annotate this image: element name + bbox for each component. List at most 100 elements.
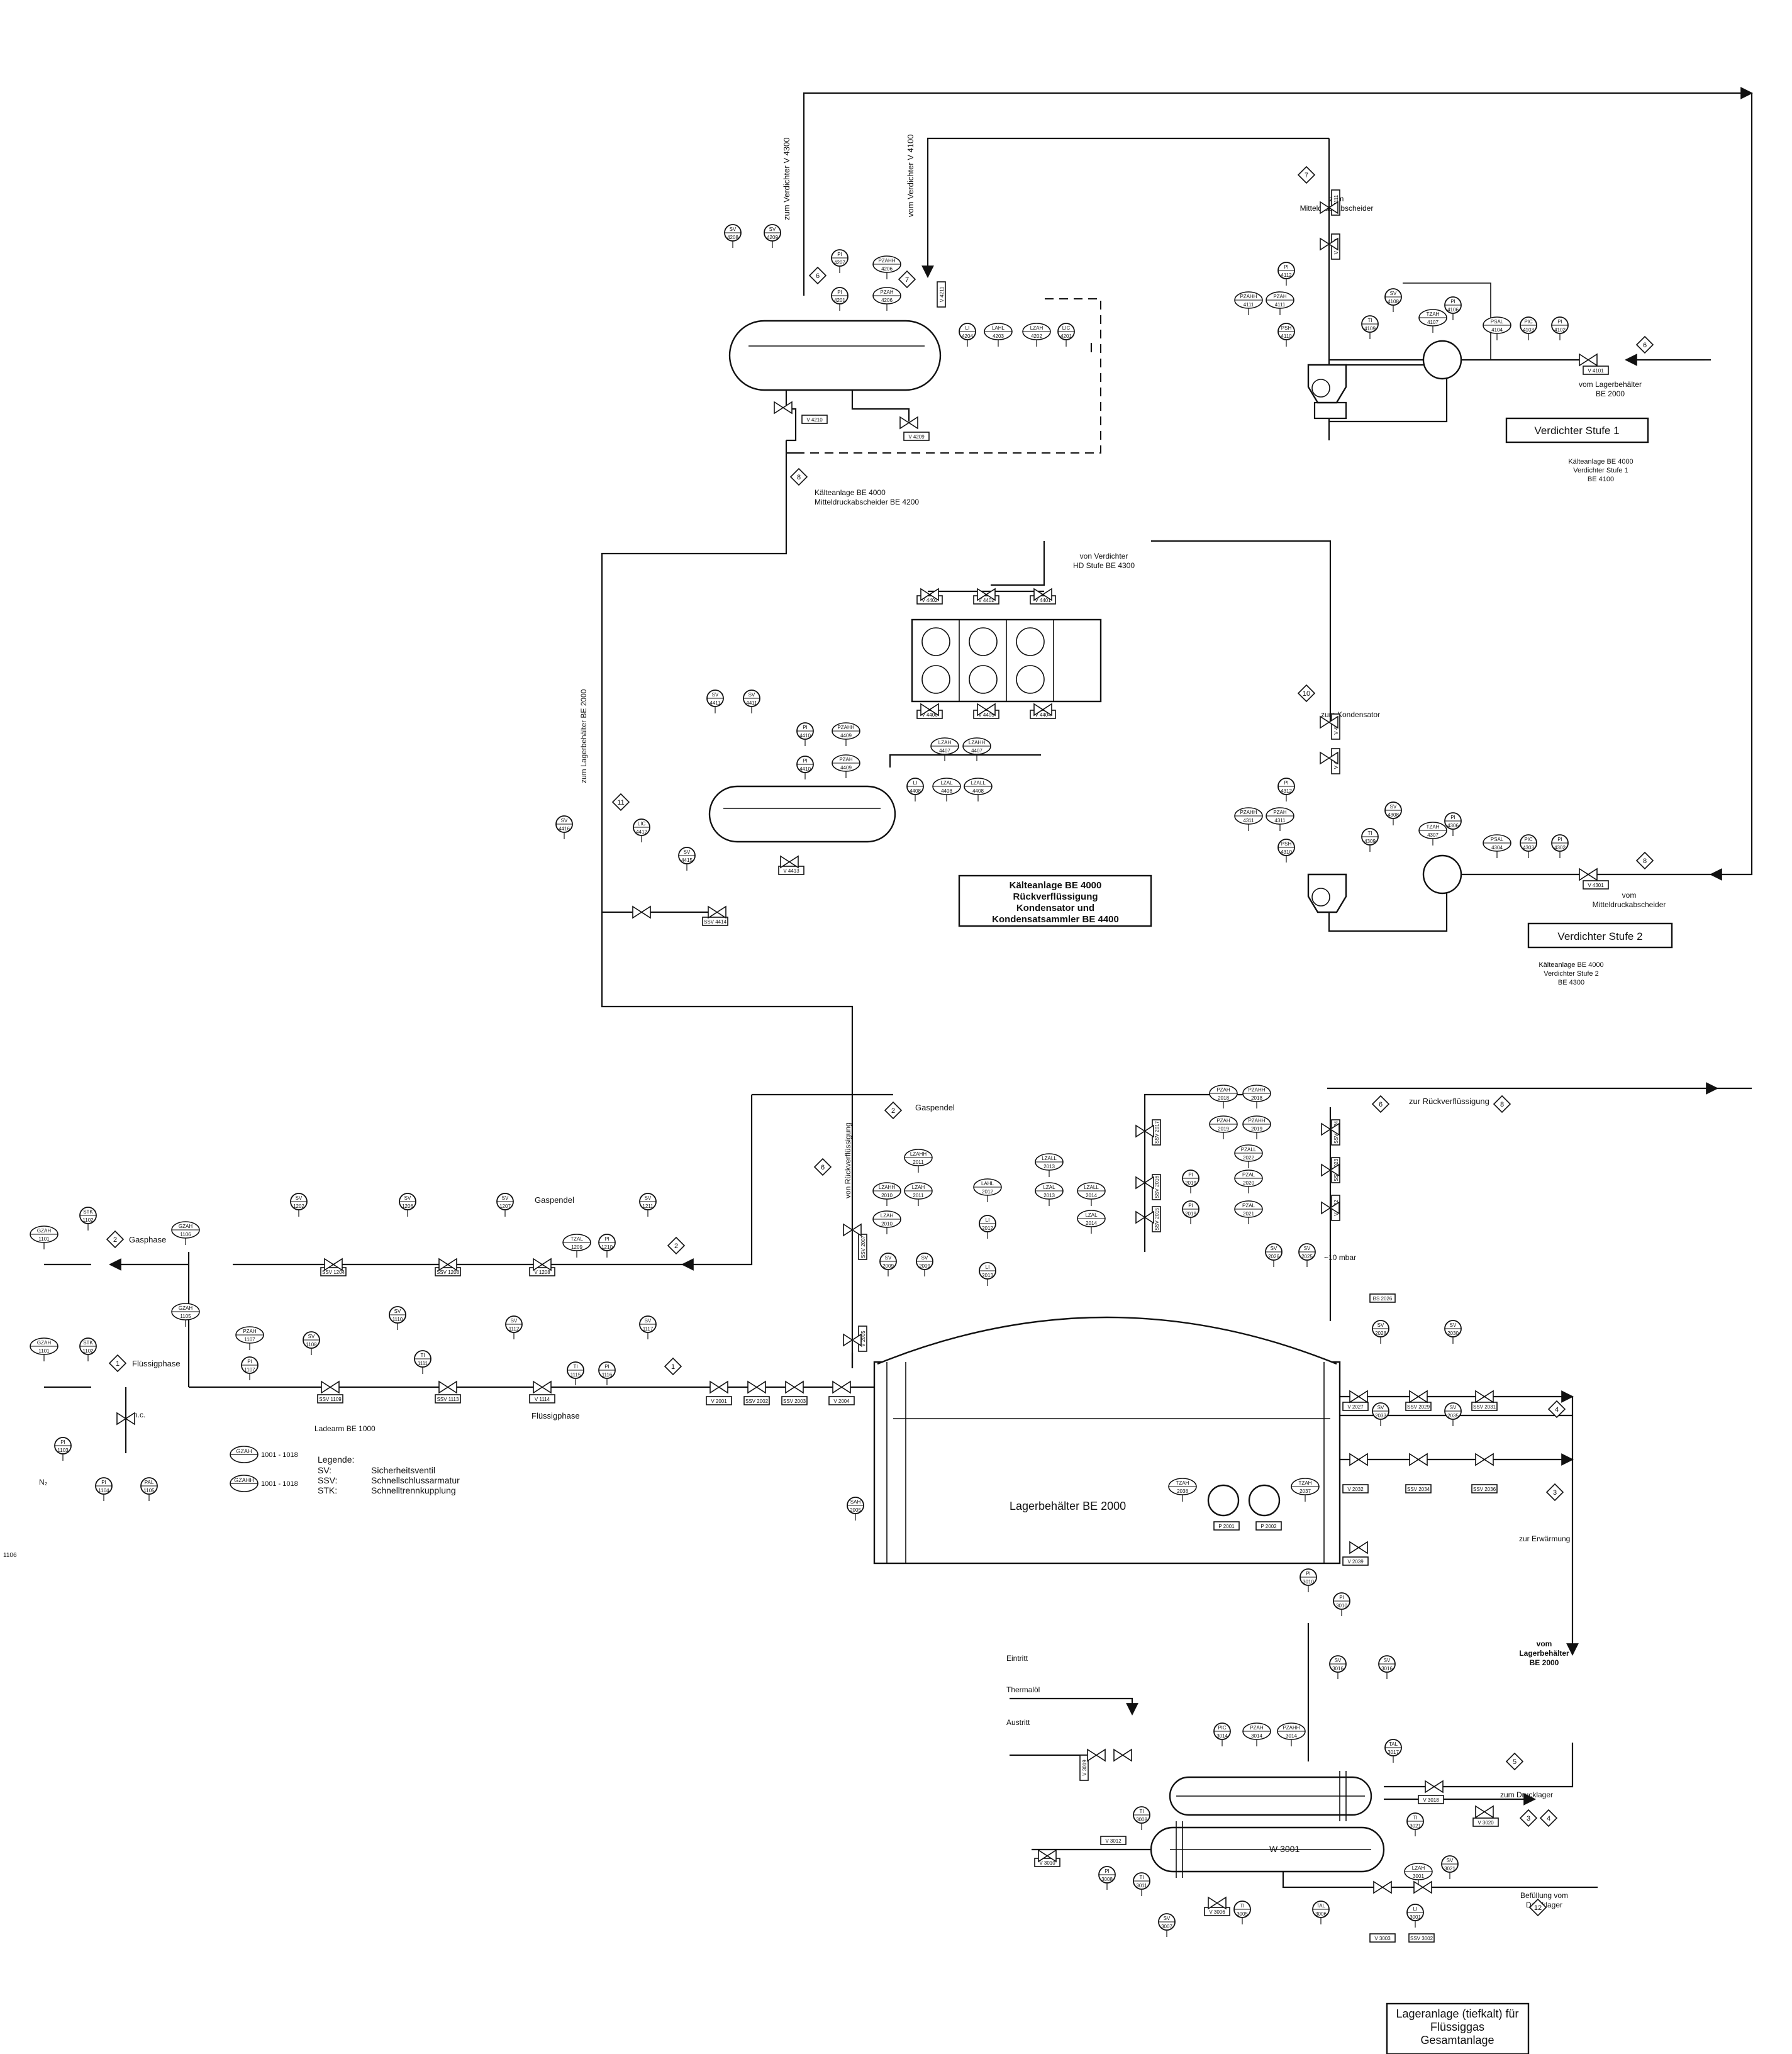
instrument-number: 4410 — [799, 766, 811, 772]
instrument-type: SV — [645, 1195, 652, 1201]
stream-marker-number: 6 — [1643, 342, 1647, 349]
valve-tag-text: SSV 2036 — [1473, 1487, 1496, 1492]
stream-marker-diamond: 11 — [611, 793, 630, 812]
legend-text: Schnellschlussarmatur — [371, 1475, 460, 1485]
stream-marker-diamond: 1 — [108, 1354, 127, 1373]
instrument-number: 4408 — [941, 788, 952, 794]
instrument-number: 1202 — [293, 1203, 304, 1209]
valve-tag-text: SSV 2002 — [745, 1398, 769, 1404]
instrument-type: LI — [986, 1264, 990, 1270]
valve-symbol — [977, 703, 996, 717]
instrument-type: SV — [730, 226, 737, 232]
instrument-type: LZAH — [881, 1213, 894, 1219]
instrument-type: SV — [769, 226, 776, 232]
instrument-number: 1117 — [643, 1326, 654, 1332]
valve-tag-text: V 3010 — [1039, 1860, 1055, 1866]
instrument-type: PI — [604, 1364, 609, 1370]
instrument-type: SV — [921, 1255, 928, 1261]
valve-tag-text: V 3006 — [1209, 1909, 1225, 1915]
instrument-type: SV — [1271, 1246, 1277, 1251]
instrument-number: 3008 — [1101, 1877, 1113, 1882]
instrument-number: 4308 — [1388, 812, 1399, 818]
instrument-type: PZAH — [880, 289, 894, 295]
stream-label: zur Erwärmung — [1519, 1534, 1570, 1543]
section-title: Kondensator und — [1016, 903, 1094, 913]
document-title: Flüssiggas — [1430, 2021, 1484, 2033]
valve-tag-text: V 3003 — [1374, 1936, 1391, 1941]
valve-tag: V 3019 — [1079, 1755, 1089, 1781]
instrument-number: 3016 — [1332, 1666, 1344, 1672]
instrument-type: LZAHH — [969, 740, 985, 745]
instrument-type: TI — [1139, 1809, 1144, 1814]
valve-symbol — [1320, 237, 1338, 251]
valve-tag-text: SSV 2034 — [1407, 1487, 1430, 1492]
instrument-number: 4416 — [559, 826, 570, 832]
instrument-number: 4407 — [971, 748, 982, 754]
stream-label: Gaspendel — [535, 1195, 574, 1205]
stream-marker-number: 4 — [1547, 1815, 1550, 1822]
valve-tag-text: V 3012 — [1105, 1838, 1121, 1844]
stream-marker-diamond: 8 — [1635, 851, 1654, 870]
stream-marker-diamond: 12 — [1528, 1898, 1547, 1917]
instrument-type: TZAH — [1427, 824, 1440, 830]
instrument-number: 3014 — [1286, 1733, 1297, 1739]
stream-label: Flüssigphase — [531, 1411, 580, 1420]
stream-marker-diamond: 2 — [884, 1101, 903, 1120]
valve-symbol — [1413, 1880, 1432, 1894]
valve-tag-text: SSV 1109 — [319, 1397, 342, 1402]
instrument-number: 4307 — [1427, 832, 1439, 838]
instrument-type: PZAL — [1242, 1203, 1255, 1208]
valve-symbol — [1087, 1748, 1106, 1762]
instrument-number: 4309 — [1364, 839, 1376, 844]
valve-tag-text: V 4301 — [1588, 883, 1604, 888]
legend-code: SV: — [318, 1465, 331, 1475]
instrument-type: SV — [1450, 1322, 1457, 1328]
stream-marker-diamond: 6 — [808, 266, 827, 285]
instrument-type: SV — [645, 1318, 652, 1324]
instrument-number: 4410 — [799, 733, 811, 739]
instrument-number: 1210 — [601, 1244, 613, 1250]
instrument-layer: SV4208SV4209PI4207PI4201PZAHH4206PZAH420… — [30, 224, 1569, 1937]
stream-label: HD Stufe BE 4300 — [1073, 561, 1135, 570]
valve-symbol — [1208, 1896, 1227, 1910]
instrument-number: 1103 — [57, 1448, 69, 1453]
instrument-type: PI — [247, 1359, 252, 1365]
stream-marker-number: 12 — [1534, 1904, 1542, 1912]
instrument-number: 1110 — [392, 1317, 403, 1322]
stream-marker-diamond: 2 — [106, 1230, 125, 1249]
stream-marker-diamond: 4 — [1539, 1809, 1558, 1828]
instrument-number: 4312 — [1281, 788, 1292, 794]
instrument-number: 4311 — [1274, 818, 1286, 823]
instrument-type: PI — [1284, 264, 1289, 270]
instrument-number: 1106 — [180, 1232, 191, 1237]
instrument-type: LZAL — [940, 780, 953, 786]
valve-tag: V 4101 — [1583, 366, 1609, 375]
valve-tag-text: SSV 1208 — [437, 1270, 460, 1275]
valve-tag-text: V 4401 — [1035, 598, 1051, 603]
stream-label: ~10 mbar — [1324, 1253, 1356, 1262]
stream-label: Austritt — [1006, 1718, 1030, 1727]
instrument-type: PSH — [1281, 841, 1292, 847]
